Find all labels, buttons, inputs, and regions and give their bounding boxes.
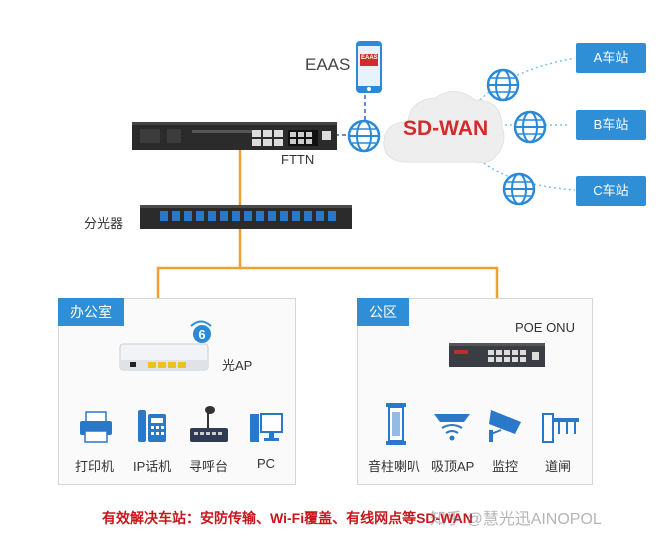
office-device-label: PC <box>257 456 276 471</box>
splitter-label: 分光器 <box>84 216 124 231</box>
globe-icon <box>513 110 547 144</box>
public-device-label: 吸顶AP <box>431 459 475 474</box>
printer-icon <box>80 411 112 443</box>
office-device-label: 寻呼台 <box>189 459 229 474</box>
footer-caption: 有效解决车站：安防传输、Wi-Fi覆盖、有线网点等SD-WAN <box>102 510 473 526</box>
sdwan-label: SD-WAN <box>403 117 489 140</box>
barrier-gate-icon <box>542 413 579 443</box>
office-device-label: IP话机 <box>133 459 172 474</box>
globe-icon <box>502 172 536 206</box>
poe-onu-device <box>449 343 545 367</box>
ip-phone-icon <box>138 410 166 442</box>
surveillance-camera-icon <box>489 410 521 442</box>
globe-icon <box>347 119 381 153</box>
sdwan-cloud <box>383 91 505 163</box>
footer-bar <box>0 496 660 536</box>
poe-onu-label: POE ONU <box>515 320 575 335</box>
office-area <box>58 298 296 485</box>
svg-text:6: 6 <box>198 327 205 342</box>
link-cloud-station-a <box>479 57 576 101</box>
office-device-label: 打印机 <box>75 459 115 474</box>
fttn-rack-device <box>132 122 337 150</box>
station-c: C车站 <box>576 176 646 206</box>
ceiling-ap-icon <box>434 414 470 441</box>
station-a: A车站 <box>576 43 646 73</box>
station-b: B车站 <box>576 110 646 140</box>
optical-ap-label: 光AP <box>222 358 253 373</box>
eaas-label: EAAS <box>305 55 351 74</box>
public-device-label: 监控 <box>492 459 519 474</box>
globe-icon <box>486 68 520 102</box>
office-area-title: 办公室 <box>58 298 124 326</box>
optical-splitter-device <box>140 205 352 229</box>
public-area-title: 公区 <box>357 298 409 326</box>
watermark: 知乎 @慧光迅AINOPOL <box>430 511 602 528</box>
fttn-label: FTTN <box>281 152 315 167</box>
public-area <box>357 298 593 485</box>
pc-icon <box>250 413 283 442</box>
phone-badge: EAAS <box>361 55 378 61</box>
paging-console-icon <box>190 406 228 442</box>
wifi6-icon: 6 <box>190 320 212 343</box>
public-device-label: 道闸 <box>545 459 572 474</box>
public-device-label: 音柱喇叭 <box>368 459 421 474</box>
column-speaker-icon <box>386 403 406 445</box>
smartphone-icon <box>356 41 382 93</box>
optical-ap-device <box>119 343 209 371</box>
